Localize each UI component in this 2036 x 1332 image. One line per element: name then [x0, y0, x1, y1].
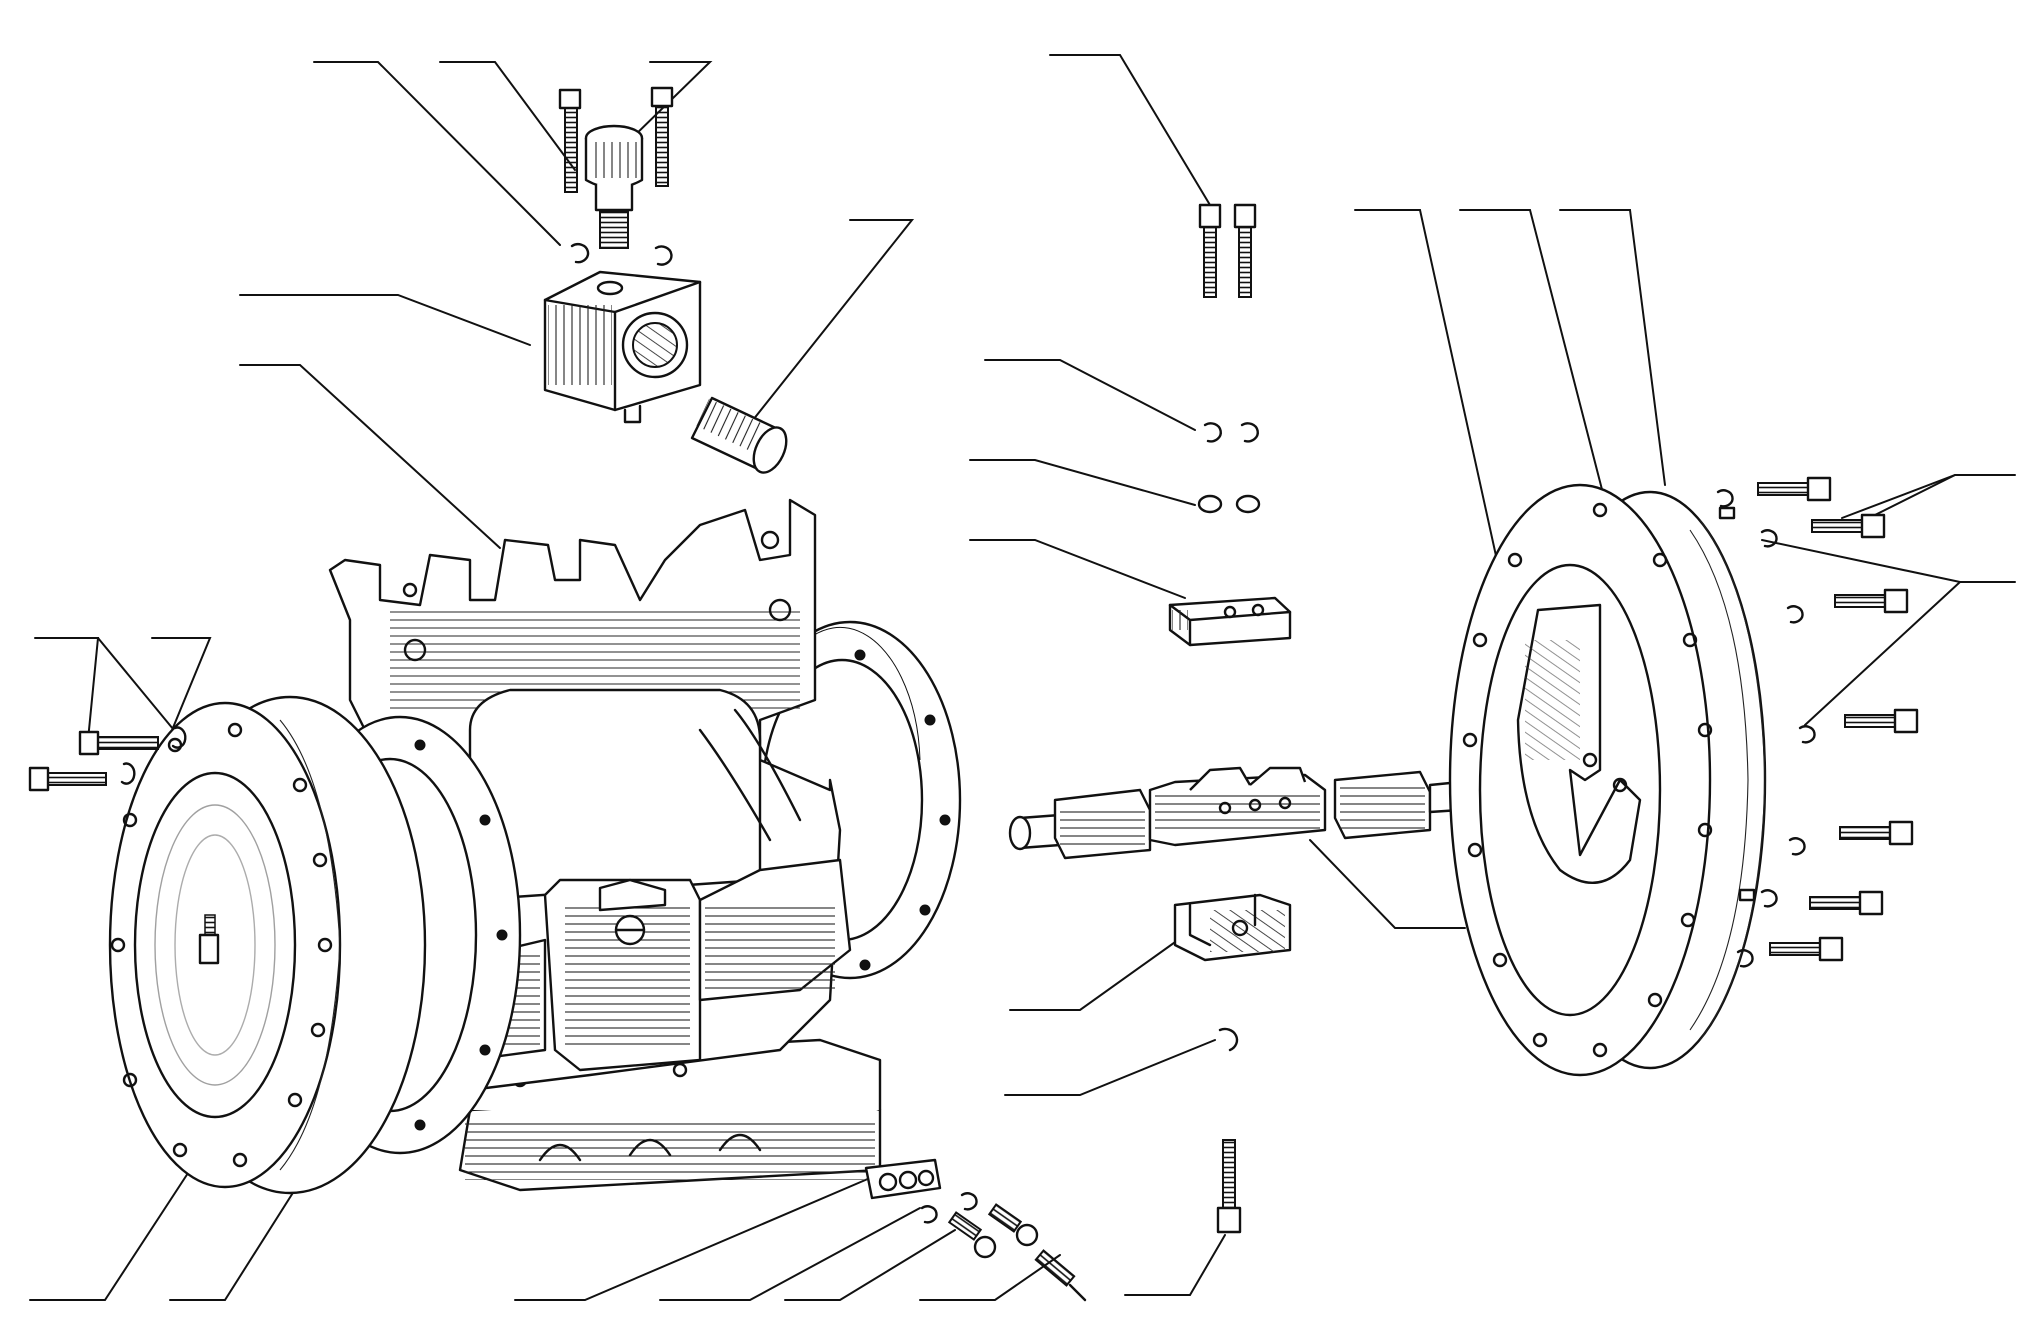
leader-bolts-left — [34, 637, 100, 741]
washer-left-2 — [120, 762, 136, 785]
bolt-center-bottom — [1216, 1139, 1242, 1234]
main-housing-assembly — [28, 498, 962, 1195]
washer-bottom-1 — [920, 1205, 938, 1224]
leader-washers-center-a — [984, 359, 1196, 431]
washer-center-1 — [1203, 422, 1222, 443]
bracket-block — [543, 270, 702, 424]
washer-left-1 — [171, 726, 187, 749]
leader-cover-left — [29, 1169, 191, 1301]
leader-washers-right-b — [1804, 581, 1961, 726]
leader-bolt-top-left — [439, 61, 576, 171]
center-column-parts — [1008, 203, 1462, 1234]
bolts-center-top — [1198, 203, 1257, 298]
leader-bolts-right-b — [1864, 474, 1956, 521]
bolt-top-left-1 — [558, 88, 582, 193]
front-cover-plate — [108, 695, 427, 1195]
leader-cutout-right — [1354, 209, 1521, 666]
flange-right-holes — [1462, 502, 1713, 1058]
studs-right — [1718, 506, 1756, 902]
leader-washers-right-a — [1761, 539, 2016, 583]
leader-washer-bottom — [659, 1207, 921, 1301]
bolt-top-left-2 — [650, 86, 674, 187]
washer-center-2 — [1240, 422, 1259, 443]
jaw-center — [1173, 893, 1292, 962]
washer-top-left-1 — [570, 243, 590, 264]
bottom-small-parts — [864, 1158, 1087, 1302]
screw-bottom-2 — [987, 1203, 1039, 1247]
washer-center-3 — [1197, 494, 1223, 514]
washer-top-left-2 — [654, 245, 673, 266]
terminal-plate — [864, 1158, 942, 1200]
leader-flange-right-a — [1459, 209, 1616, 541]
leader-block-center — [969, 539, 1186, 599]
leader-bolt-center-bottom — [1124, 1234, 1226, 1296]
knurled-fitting — [584, 124, 644, 249]
clip-center — [1218, 1027, 1239, 1052]
leader-bolts-left-b — [97, 637, 179, 736]
leader-housing — [239, 364, 501, 549]
top-left-parts — [543, 86, 788, 474]
sleeve — [690, 396, 788, 474]
washer-center-4 — [1235, 494, 1261, 514]
pin-bottom — [1034, 1249, 1087, 1302]
bolts-left — [28, 726, 187, 792]
leader-pin-bottom — [919, 1254, 1061, 1301]
leader-washers-center-b — [969, 459, 1196, 506]
leader-clip-center — [1004, 1039, 1216, 1096]
leader-bolts-right-a — [1841, 474, 2016, 519]
screw-bottom-1 — [947, 1211, 997, 1259]
leader-bracket-block — [239, 294, 531, 346]
leader-gasket-left — [169, 1149, 321, 1301]
leader-washer-top-left — [313, 61, 561, 246]
leader-lines — [29, 54, 2016, 1301]
leader-jaw-center — [1009, 934, 1186, 1011]
front-flange-right — [1448, 483, 1713, 1077]
washer-bottom-2 — [960, 1192, 978, 1211]
leader-bolts-center-top — [1049, 54, 1211, 206]
leader-plate — [514, 1177, 871, 1301]
leader-washer-left — [151, 637, 212, 736]
leader-sleeve — [744, 219, 915, 431]
cover-bolt-holes — [110, 722, 333, 1168]
washers-right — [1716, 489, 1816, 968]
shaft-assembly — [1008, 766, 1462, 860]
bolts-right — [1757, 476, 1919, 962]
leader-screw-bottom — [784, 1229, 956, 1301]
leader-shaft — [1309, 839, 1466, 929]
leader-flange-right-b — [1559, 209, 1666, 486]
right-flange-assembly — [1448, 476, 1919, 1077]
block-center — [1168, 596, 1292, 647]
